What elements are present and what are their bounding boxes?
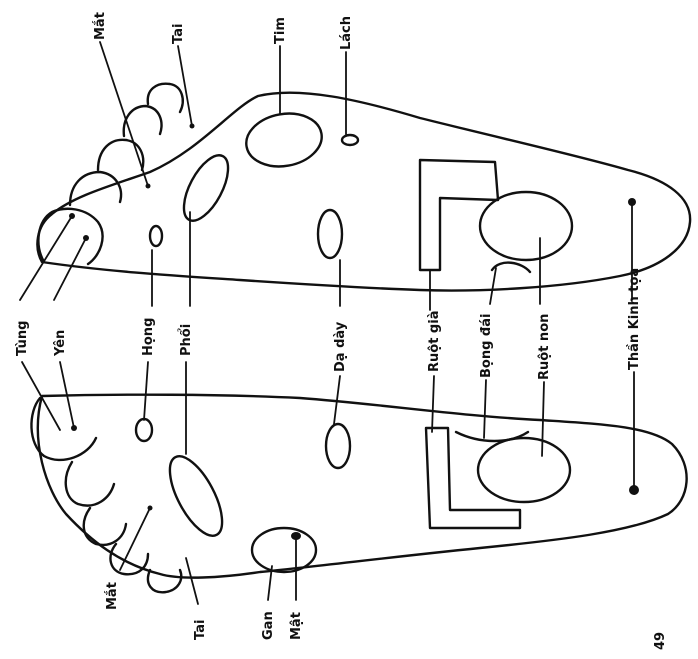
marker-dots: [69, 124, 639, 511]
label-ruot-non: Ruột non: [537, 314, 552, 380]
left-ruot-gia-outline: [426, 428, 520, 528]
left-phoi-organ: [159, 449, 232, 544]
left-mat-dot: [291, 532, 301, 540]
left-gan-organ: [252, 528, 316, 572]
right-foot-outline: [37, 93, 690, 291]
left-bong-dai-organ: [456, 432, 528, 441]
right-ruot-non-organ: [480, 192, 572, 260]
label-gan: Gan: [261, 611, 276, 640]
left-foot-toe-3: [84, 508, 126, 545]
left-foot-toe-big: [31, 398, 96, 460]
label-mat-tui: Mật: [289, 612, 304, 640]
right-bong-dai-organ: [492, 263, 530, 272]
label-bong-dai: Bọng đái: [479, 314, 494, 378]
left-da-day-organ: [326, 424, 350, 468]
left-foot-toe-2: [66, 462, 114, 506]
right-tim-organ: [242, 108, 326, 172]
label-tai-bottom: Tai: [193, 620, 208, 640]
label-mat-bottom: Mắt: [105, 582, 120, 610]
right-phoi-organ: [175, 149, 237, 228]
label-ruot-gia: Ruột già: [427, 311, 442, 372]
right-foot-toe-2: [70, 172, 121, 205]
label-hong: Họng: [141, 318, 156, 356]
page-mark: 49: [653, 632, 668, 650]
label-tung: Tùng: [15, 321, 30, 356]
right-ruot-gia-outline: [420, 160, 498, 270]
label-mat-top: Mắt: [93, 12, 108, 40]
left-ruot-non-organ: [478, 438, 570, 502]
label-tim: Tim: [273, 17, 288, 44]
label-tai-top: Tai: [171, 24, 186, 44]
left-foot-toe-4: [110, 544, 148, 574]
label-than-kinh-toa: Thần Kinh tọa: [627, 268, 642, 370]
left-foot-toe-5: [148, 570, 181, 592]
label-lach: Lách: [339, 16, 354, 50]
right-foot-toe-3: [98, 140, 143, 170]
left-foot-outline: [38, 395, 687, 578]
left-hong-organ: [136, 419, 152, 441]
right-hong-organ: [150, 226, 162, 246]
label-yen: Yên: [53, 330, 68, 357]
right-lach-organ: [342, 135, 358, 145]
label-phoi: Phổi: [178, 324, 194, 356]
right-da-day-organ: [318, 210, 342, 258]
label-da-day: Dạ dày: [333, 321, 348, 372]
